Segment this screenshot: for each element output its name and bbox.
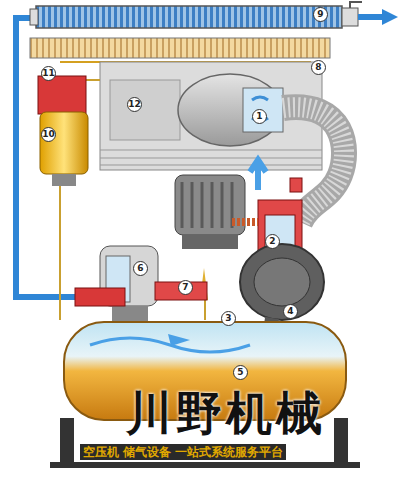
watermark-slogan: 空压机 储气设备 一站式系统服务平台 [80,444,286,460]
callout-number: 1 [252,109,267,124]
callout-number: 5 [233,365,248,380]
callout-number: 7 [178,280,193,295]
callout-number: 11 [41,66,56,81]
callout-number: 8 [311,60,326,75]
callout-number: 9 [313,7,328,22]
callout-number: 2 [265,234,280,249]
callout-number: 10 [41,127,56,142]
callout-number: 3 [221,311,236,326]
callout-number: 12 [127,97,142,112]
callout-number: 6 [133,261,148,276]
watermark: 川野机械 [126,390,326,436]
callout-number: 4 [283,304,298,319]
